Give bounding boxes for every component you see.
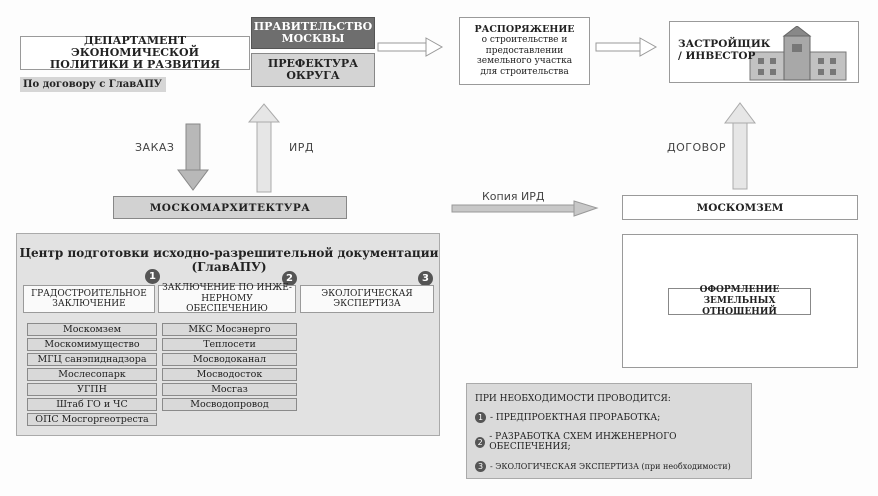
column-1-header-line-1: ГРАДОСТРОИТЕЛЬНОЕ — [31, 288, 147, 299]
land-relations-line-1: ОФОРМЛЕНИЕ ЗЕМЕЛЬНЫХ — [699, 285, 780, 306]
government-line-1: ПРАВИТЕЛЬСТВО — [253, 20, 373, 33]
order-line-5: для строительства — [480, 66, 569, 77]
list-item: Мосводоканал — [162, 353, 297, 366]
column-2-list: МКС Мосэнерго Теплосети Мосводоканал Мос… — [162, 323, 297, 411]
list-item: Теплосети — [162, 338, 297, 351]
note-line-3: 3 - ЭКОЛОГИЧЕСКАЯ ЭКСПЕРТИЗА (при необхо… — [475, 461, 743, 472]
developer-line-2: / ИНВЕСТОР — [678, 50, 756, 62]
prefecture-box: ПРЕФЕКТУРА ОКРУГА — [251, 53, 375, 87]
badge-3: 3 — [418, 271, 433, 286]
developer-box: ЗАСТРОЙЩИК / ИНВЕСТОР — [669, 21, 859, 83]
note-title: ПРИ НЕОБХОДИМОСТИ ПРОВОДИТСЯ: — [475, 394, 671, 404]
list-item: Мослесопарк — [27, 368, 157, 381]
building-illustration — [749, 26, 847, 81]
government-box: ПРАВИТЕЛЬСТВО МОСКВЫ — [251, 17, 375, 49]
ird-arrow-label: ИРД — [289, 141, 314, 154]
developer-text: ЗАСТРОЙЩИК / ИНВЕСТОР — [678, 38, 770, 62]
list-item: Мосводосток — [162, 368, 297, 381]
note-badge-2: 2 — [475, 436, 486, 448]
column-3-header: ЭКОЛОГИЧЕСКАЯ ЭКСПЕРТИЗА — [300, 285, 434, 313]
badge-2: 2 — [282, 271, 297, 286]
note-badge-1: 1 — [475, 412, 486, 423]
order-title: РАСПОРЯЖЕНИЕ — [474, 23, 575, 35]
order-line-2: о строительстве и — [481, 35, 568, 46]
land-relations-box: ОФОРМЛЕНИЕ ЗЕМЕЛЬНЫХ ОТНОШЕНИЙ — [668, 285, 811, 317]
badge-1: 1 — [145, 269, 160, 284]
note-line-2: 2 - РАЗРАБОТКА СХЕМ ИНЖЕНЕРНОГО ОБЕСПЕЧЕ… — [475, 432, 743, 452]
list-item: МГЦ санэпиднадзора — [27, 353, 157, 366]
arrow-order-down — [177, 123, 209, 191]
developer-line-1: ЗАСТРОЙЩИК — [678, 38, 771, 50]
column-1-header: ГРАДОСТРОИТЕЛЬНОЕ ЗАКЛЮЧЕНИЕ — [23, 285, 155, 313]
list-item: ОПС Мосгоргеотреста — [27, 413, 157, 426]
center-title-line-2: (ГлавАПУ) — [191, 260, 267, 274]
column-2-header-line-2: НЕРНОМУ ОБЕСПЕЧЕНИЮ — [186, 293, 268, 315]
list-item: Москомзем — [27, 323, 157, 336]
note-box: ПРИ НЕОБХОДИМОСТИ ПРОВОДИТСЯ: 1 - ПРЕДПР… — [466, 383, 752, 479]
order-box: РАСПОРЯЖЕНИЕ о строительстве и предостав… — [459, 17, 590, 85]
note-text-2: - РАЗРАБОТКА СХЕМ ИНЖЕНЕРНОГО ОБЕСПЕЧЕНИ… — [489, 432, 677, 452]
column-3-header-line-1: ЭКОЛОГИЧЕСКАЯ — [321, 288, 413, 299]
list-item: МКС Мосэнерго — [162, 323, 297, 336]
moskomzem-box: МОСКОМЗЕМ — [622, 195, 858, 220]
moskomarch-box: МОСКОМАРХИТЕКТУРА — [113, 196, 347, 219]
list-item: Штаб ГО и ЧС — [27, 398, 157, 411]
list-item: Мосводопровод — [162, 398, 297, 411]
note-text-1: - ПРЕДПРОЕКТНАЯ ПРОРАБОТКА; — [490, 412, 661, 423]
copy-ird-label: Копия ИРД — [482, 190, 545, 203]
column-1-header-line-2: ЗАКЛЮЧЕНИЕ — [52, 299, 126, 309]
department-line-1: ДЕПАРТАМЕНТ ЭКОНОМИЧЕСКОЙ — [70, 34, 200, 59]
contract-note: По договору с ГлавАПУ — [20, 77, 166, 92]
land-relations-line-2: ОТНОШЕНИЙ — [702, 307, 777, 317]
department-box: ДЕПАРТАМЕНТ ЭКОНОМИЧЕСКОЙ ПОЛИТИКИ И РАЗ… — [20, 34, 250, 71]
order-line-3: предоставлении — [485, 45, 564, 56]
prefecture-line-2: ОКРУГА — [286, 69, 340, 82]
prefecture-line-1: ПРЕФЕКТУРА — [267, 57, 359, 70]
column-1-list: Москомзем Москомимущество МГЦ санэпиднад… — [27, 323, 157, 426]
center-title: Центр подготовки исходно-разрешительной … — [17, 246, 441, 274]
column-2-header-line-1: ЗАКЛЮЧЕНИЕ ПО ИНЖЕ- — [162, 283, 292, 294]
list-item: Москомимущество — [27, 338, 157, 351]
center-title-line-1: Центр подготовки исходно-разрешительной … — [19, 246, 439, 260]
arrow-ird-up — [247, 103, 281, 193]
arrow-order-to-developer — [595, 37, 658, 57]
list-item: УГПН — [27, 383, 157, 396]
department-line-2: ПОЛИТИКИ И РАЗВИТИЯ — [49, 58, 221, 71]
order-arrow-label: ЗАКАЗ — [135, 141, 175, 154]
list-item: Мосгаз — [162, 383, 297, 396]
government-line-2: МОСКВЫ — [281, 32, 345, 45]
note-text-3: - ЭКОЛОГИЧЕСКАЯ ЭКСПЕРТИЗА (при необходи… — [490, 462, 731, 471]
contract-arrow-label: ДОГОВОР — [667, 141, 726, 154]
arrow-contract-up — [724, 102, 756, 190]
column-3-header-line-2: ЭКСПЕРТИЗА — [333, 299, 401, 309]
column-2-header: ЗАКЛЮЧЕНИЕ ПО ИНЖЕ- НЕРНОМУ ОБЕСПЕЧЕНИЮ — [158, 283, 296, 315]
note-badge-3: 3 — [475, 461, 486, 472]
arrow-copy-ird — [451, 200, 599, 217]
arrow-gov-to-order — [377, 37, 444, 57]
order-line-4: земельного участка — [476, 56, 573, 67]
note-line-1: 1 - ПРЕДПРОЕКТНАЯ ПРОРАБОТКА; — [475, 412, 743, 423]
